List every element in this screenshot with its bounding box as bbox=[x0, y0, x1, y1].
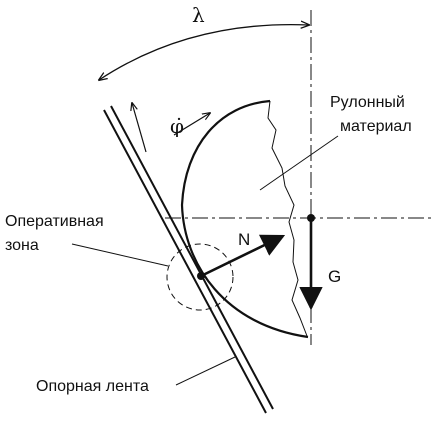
support-belt-edge-a bbox=[103, 109, 267, 414]
support-belt-edge-b bbox=[110, 105, 274, 410]
rotation-arrow-right bbox=[173, 113, 210, 136]
operative-zone-circle bbox=[166, 243, 234, 311]
roll-break-line bbox=[267, 100, 308, 337]
support-belt-label: Опорная лента bbox=[36, 378, 149, 395]
roll-material-contour bbox=[180, 99, 309, 339]
support-belt-leader bbox=[175, 356, 236, 386]
normal-force-label: N bbox=[238, 230, 250, 249]
normal-force-arrow bbox=[200, 234, 286, 278]
rotation-phi-label: φ̇ bbox=[170, 114, 184, 138]
roll-material-leader bbox=[259, 135, 339, 191]
angle-lambda-label: λ bbox=[192, 3, 205, 27]
operative-zone-leader bbox=[71, 243, 169, 267]
operative-zone-label-line2: зона bbox=[5, 237, 39, 254]
roll-material-label-line2: материал bbox=[340, 118, 412, 135]
gravity-force-label: G bbox=[328, 267, 341, 286]
rotation-arrow-left bbox=[132, 103, 147, 153]
operative-zone-label-line1: Оперативная bbox=[5, 213, 104, 230]
roll-material-label-line1: Рулонный bbox=[330, 94, 405, 111]
angle-lambda-arc bbox=[99, 25, 309, 80]
